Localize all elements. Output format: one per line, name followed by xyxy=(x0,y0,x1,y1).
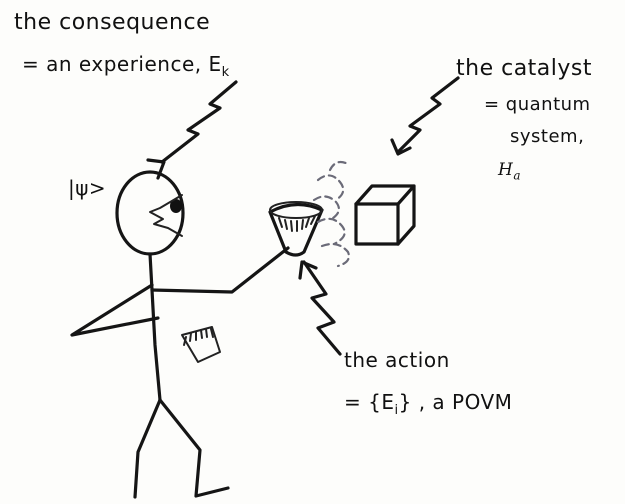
lower-cup xyxy=(181,326,221,363)
measuring-cup-icon xyxy=(268,201,324,257)
hilbert-space-symbol: Ha xyxy=(498,160,521,183)
right-leg xyxy=(158,398,230,498)
consequence-definition: = an experience, Ek xyxy=(22,52,230,80)
mouth xyxy=(149,194,183,237)
consequence-subscript: k xyxy=(221,65,230,80)
eye xyxy=(170,199,182,213)
squiggle-arrow-catalyst xyxy=(390,76,460,156)
cube-icon xyxy=(354,184,416,246)
left-leg xyxy=(133,398,162,499)
lower-cup-ticks xyxy=(183,328,214,346)
stick-figure xyxy=(70,170,290,499)
left-arm xyxy=(70,283,160,337)
catalyst-line2: = quantum xyxy=(484,94,591,115)
right-arm xyxy=(150,246,290,294)
consequence-title: the consequence xyxy=(14,10,211,35)
catalyst-line3: system, xyxy=(510,126,585,147)
action-title: the action xyxy=(344,348,450,372)
action-definition: = {Ei} , a POVM xyxy=(344,390,513,418)
ket-psi: |ψ> xyxy=(68,176,107,200)
catalyst-title: the catalyst xyxy=(456,56,593,81)
squiggle-arrow-action xyxy=(298,260,342,356)
squiggle-arrow-consequence xyxy=(146,80,238,180)
torso xyxy=(148,252,162,402)
interaction-waves xyxy=(312,160,350,268)
